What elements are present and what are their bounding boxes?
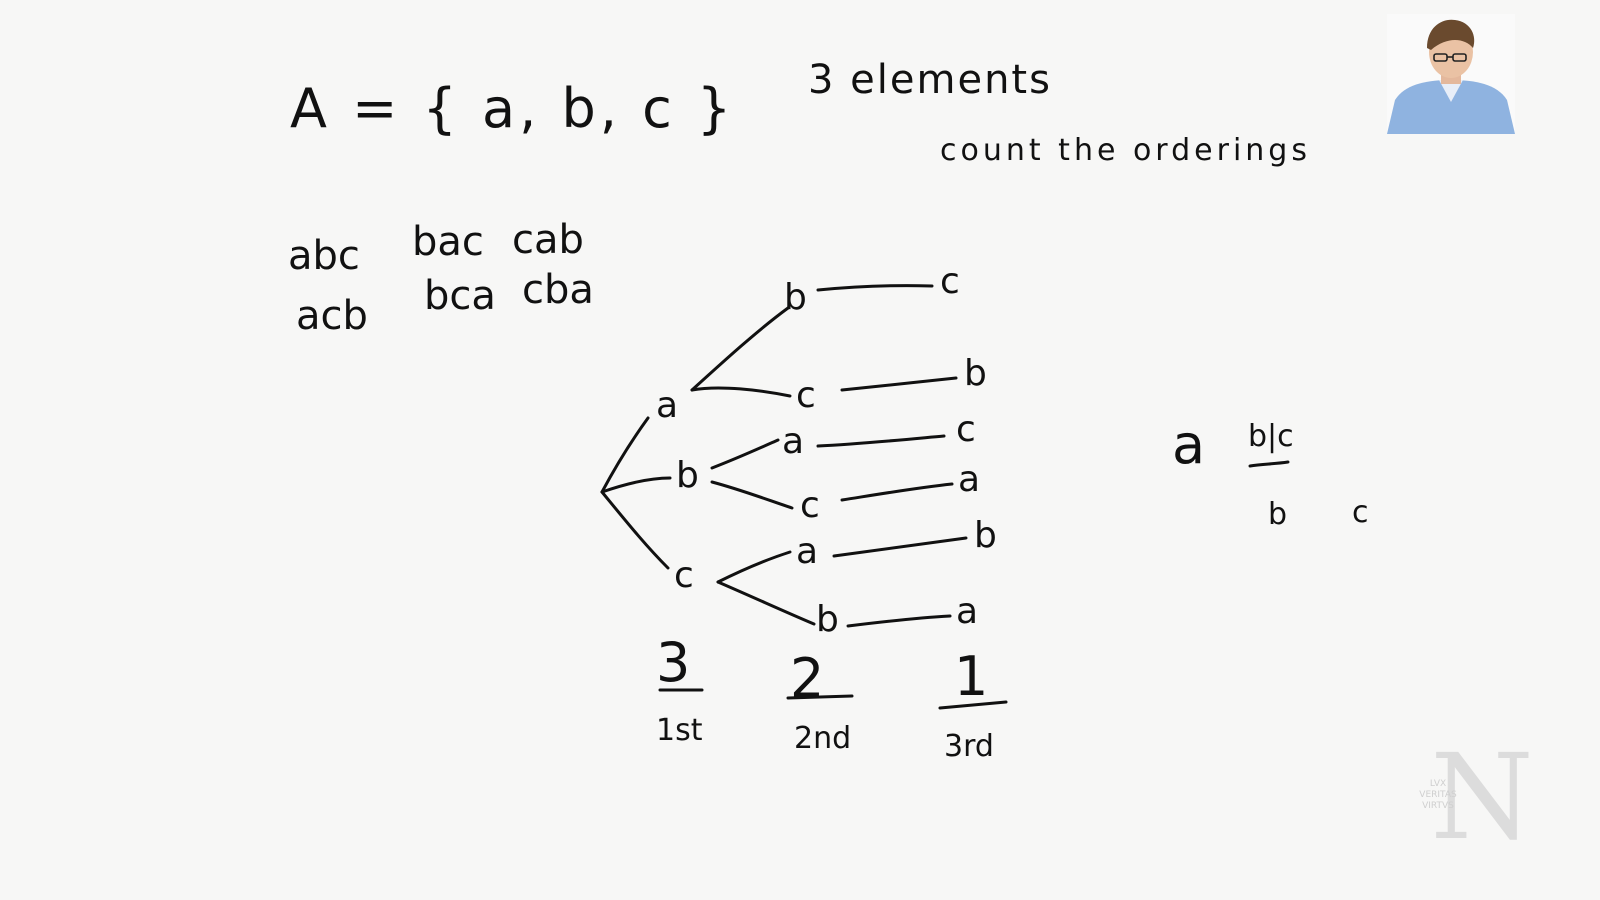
side-note-underline — [1248, 460, 1290, 468]
branch-a-b — [690, 306, 790, 392]
tree-node-a: a — [656, 385, 679, 426]
watermark-letter: N — [1430, 742, 1533, 852]
watermark-motto-3: VIRTVS — [1422, 801, 1454, 811]
tree-leaf-cba: a — [956, 591, 979, 632]
ordering-bac: bac — [412, 219, 484, 265]
tree-node-ab: b — [784, 277, 807, 318]
task-label: count the orderings — [940, 133, 1311, 168]
side-note-left: b — [1268, 497, 1288, 532]
branch-b-a — [710, 438, 780, 470]
presenter-webcam — [1387, 14, 1515, 134]
branch-a-c — [690, 386, 792, 398]
branch-root-b — [600, 476, 672, 494]
tree-node-ba: a — [782, 421, 805, 462]
branch-ac-b — [840, 376, 958, 392]
tree-node-bc: c — [800, 485, 820, 526]
ordering-abc: abc — [288, 233, 360, 279]
side-note-right: c — [1352, 495, 1369, 530]
branch-cb-a — [846, 614, 952, 628]
choice-position-first: 1st — [656, 713, 703, 748]
tree-leaf-cab: b — [974, 515, 997, 556]
element-count: 3 elements — [808, 57, 1052, 103]
ordering-bca: bca — [424, 273, 496, 319]
choice-count-third: 1 — [954, 645, 989, 708]
watermark-motto-2: VERITAS — [1419, 790, 1457, 800]
tree-node-b: b — [676, 455, 699, 496]
university-watermark: N LVX VERITAS VIRTVS — [1412, 728, 1552, 866]
choice-position-third: 3rd — [944, 729, 994, 764]
tree-leaf-bca: a — [958, 459, 981, 500]
branch-root-c — [600, 490, 670, 570]
tree-node-cb: b — [816, 599, 839, 640]
tree-leaf-bac: c — [956, 409, 976, 450]
tree-node-c: c — [674, 555, 694, 596]
ordering-acb: acb — [296, 293, 368, 339]
branch-c-b — [716, 580, 816, 626]
tree-leaf-abc: c — [940, 261, 960, 302]
set-definition: A = { a, b, c } — [290, 77, 736, 140]
side-note-rest: b|c — [1248, 419, 1294, 454]
ordering-cba: cba — [522, 267, 594, 313]
side-note-first: a — [1172, 413, 1206, 476]
branch-ca-b — [832, 536, 968, 558]
branch-ba-c — [816, 434, 946, 448]
tree-node-ca: a — [796, 531, 819, 572]
choice-count-second: 2 — [790, 647, 825, 710]
branch-b-c — [710, 480, 794, 510]
presenter-figure — [1387, 19, 1515, 134]
branch-root-a — [600, 416, 650, 494]
branch-bc-a — [840, 482, 954, 502]
branch-c-a — [716, 550, 792, 584]
branch-ab-c — [816, 284, 934, 292]
choice-position-second: 2nd — [794, 721, 852, 756]
tree-node-ac: c — [796, 375, 816, 416]
watermark-motto-1: LVX — [1430, 779, 1446, 789]
watermark-logo: N LVX VERITAS VIRTVS — [1419, 728, 1533, 866]
tree-leaf-acb: b — [964, 353, 987, 394]
ordering-cab: cab — [512, 217, 584, 263]
choice-count-first: 3 — [656, 631, 691, 694]
